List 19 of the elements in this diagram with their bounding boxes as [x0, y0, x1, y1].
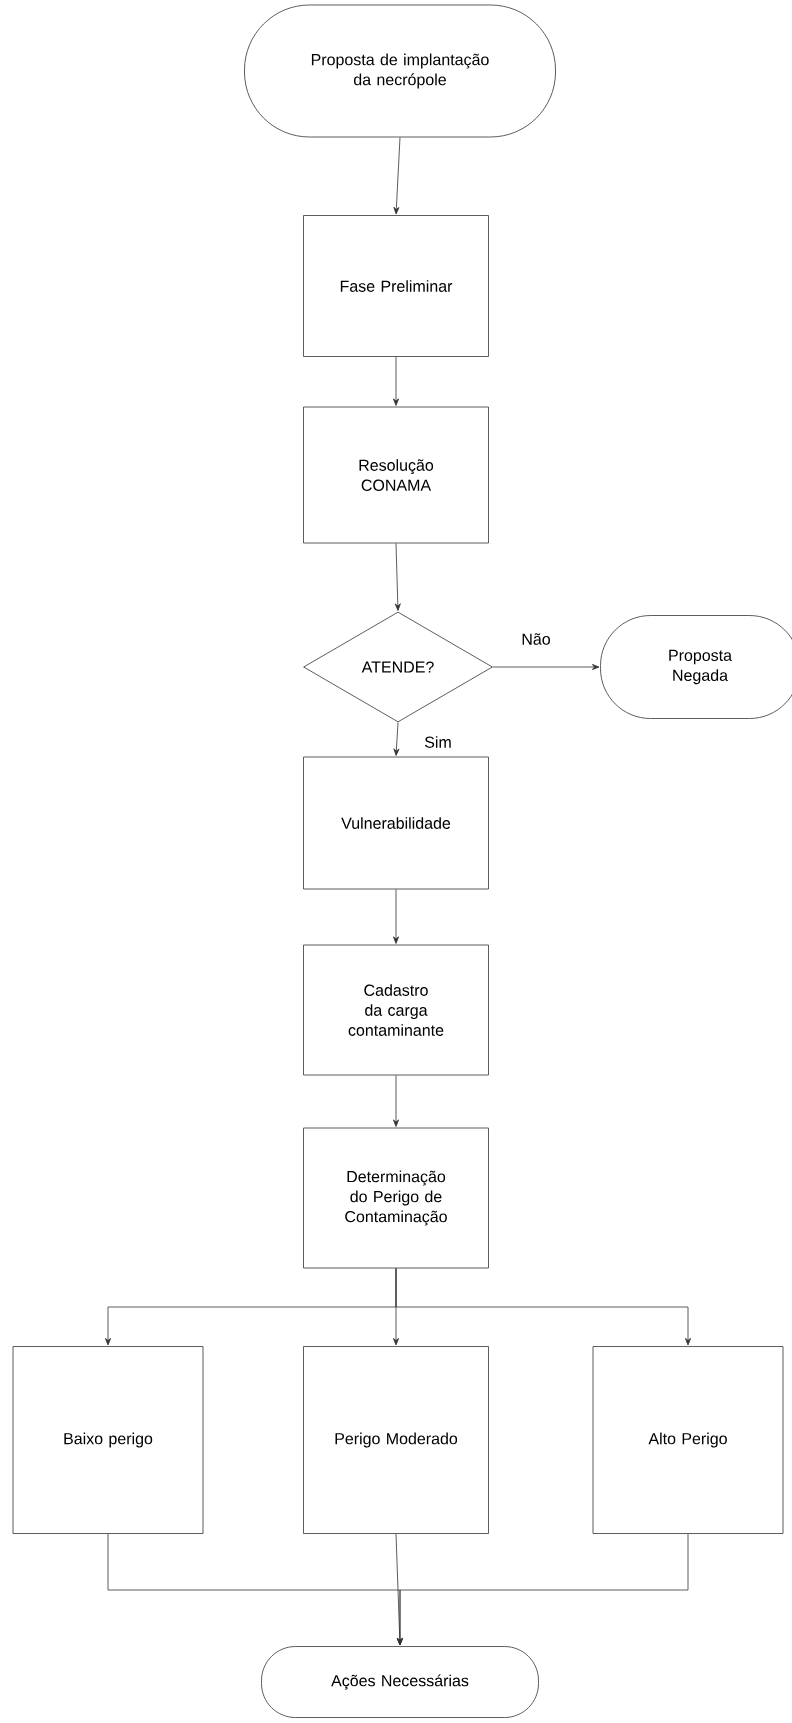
arrow	[393, 356, 399, 406]
edge-label: Não	[520, 632, 552, 646]
edge-label: Sim	[423, 735, 453, 749]
arrow	[395, 1268, 691, 1346]
process-box: Baixo perigo	[12, 1346, 204, 1534]
arrow	[393, 722, 400, 756]
process-box: Perigo Moderado	[303, 1346, 489, 1534]
process-box: Cadastro da carga contaminante	[303, 944, 489, 1076]
process-box: Determinação do Perigo de Contaminação	[303, 1127, 489, 1269]
arrow	[393, 137, 401, 215]
arrow	[393, 1075, 399, 1127]
process-box: Resolução CONAMA	[303, 406, 489, 544]
arrow	[393, 889, 399, 944]
arrow	[492, 664, 600, 670]
process-box: Vulnerabilidade	[303, 756, 489, 890]
process-box: Fase Preliminar	[303, 215, 489, 357]
arrow	[397, 1533, 689, 1646]
process-box: Alto Perigo	[592, 1346, 784, 1534]
arrow	[394, 543, 401, 611]
